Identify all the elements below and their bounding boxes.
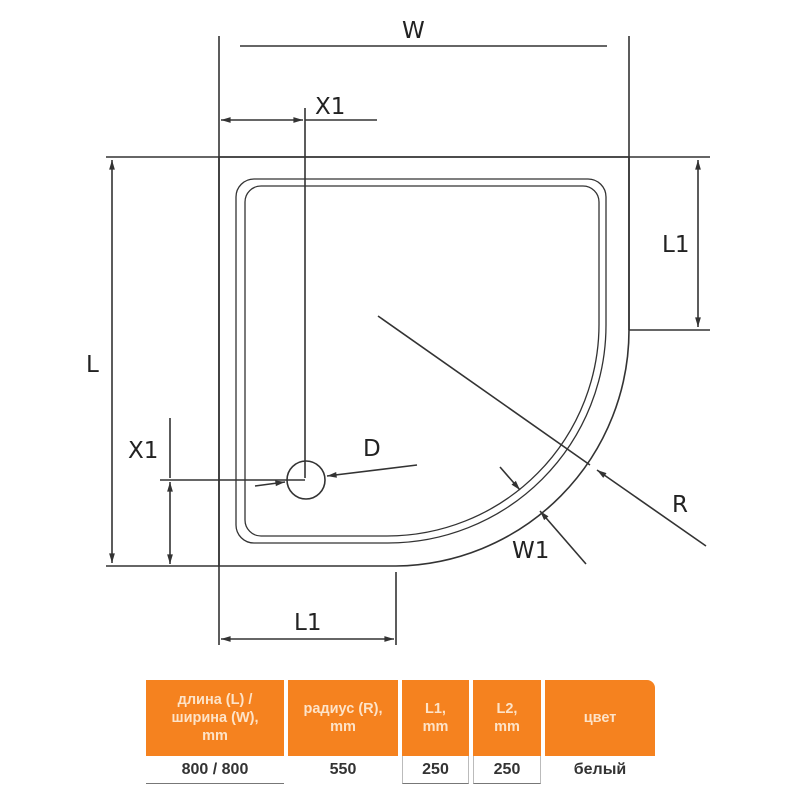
label-w: W <box>402 18 425 44</box>
extension-lines <box>106 36 710 645</box>
label-l1-bottom: L1 <box>294 610 321 636</box>
header-color: цвет <box>545 680 655 756</box>
label-l1-right: L1 <box>662 232 689 258</box>
spec-table-header: длина (L) / ширина (W), mm радиус (R), m… <box>146 680 655 756</box>
l1-right-dimension: L1 <box>662 160 701 327</box>
drain-dimension: D <box>254 436 418 500</box>
label-l: L <box>86 352 99 378</box>
value-l2: 250 <box>473 756 541 784</box>
spec-table: длина (L) / ширина (W), mm радиус (R), m… <box>146 680 655 784</box>
label-r: R <box>672 492 688 518</box>
drain-circle <box>286 460 326 500</box>
value-radius: 550 <box>329 761 357 778</box>
value-l1: 250 <box>402 756 469 784</box>
value-color: белый <box>573 761 627 778</box>
value-length-width: 800 / 800 <box>146 756 284 784</box>
l1-bottom-dimension: L1 <box>221 610 394 642</box>
label-x1-left: X1 <box>128 438 158 464</box>
length-dimension: L <box>86 160 115 563</box>
header-l1: L1, mm <box>402 680 469 756</box>
header-length-width: длина (L) / ширина (W), mm <box>146 680 284 756</box>
radius-dimension: R <box>377 315 707 547</box>
header-l2: L2, mm <box>473 680 541 756</box>
x1-left-dimension: X1 <box>128 418 305 564</box>
width-dimension: W <box>240 18 607 47</box>
header-radius: радиус (R), mm <box>288 680 398 756</box>
label-w1: W1 <box>512 538 549 564</box>
label-x1-top: X1 <box>315 94 345 120</box>
shower-tray-drawing: W X1 L1 L X1 D R <box>86 18 710 645</box>
tray-outline <box>218 156 630 567</box>
x1-top-dimension: X1 <box>221 94 377 478</box>
spec-table-values: 800 / 800 550 250 250 белый <box>146 756 655 784</box>
label-d: D <box>363 436 381 462</box>
rim-width-dimension: W1 <box>499 466 587 565</box>
